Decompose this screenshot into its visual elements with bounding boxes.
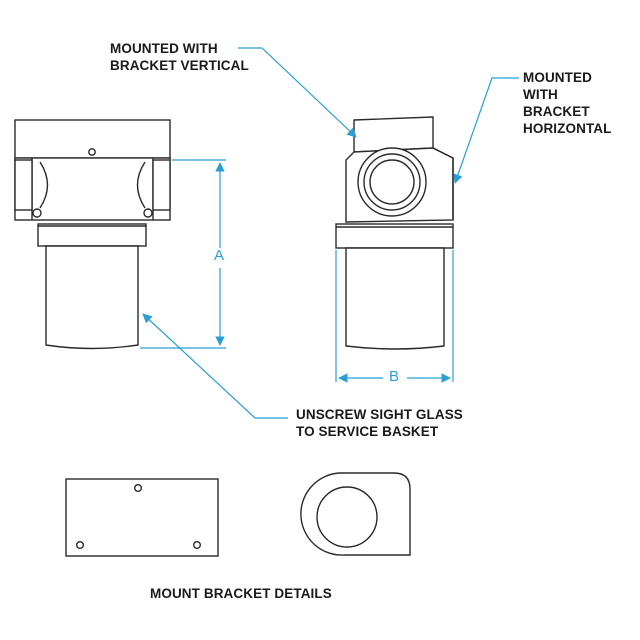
left-view	[14, 119, 171, 350]
dimension-a-label: A	[214, 247, 225, 264]
bracket-side-hole	[316, 486, 378, 548]
dimension-b-label: B	[389, 368, 400, 385]
leader-horizontal	[453, 77, 519, 184]
leader-sight-glass	[142, 313, 288, 419]
leader-lines	[142, 47, 519, 419]
dimension-b	[335, 250, 454, 383]
mount-bracket-flat	[65, 478, 219, 557]
right-view	[335, 116, 454, 350]
left-top-bolt	[88, 148, 96, 156]
left-sight-glass	[45, 245, 139, 350]
bracket-top-hole	[133, 484, 142, 493]
right-bottom-bolt	[143, 208, 153, 218]
label-unscrew-sight-glass: UNSCREW SIGHT GLASS TO SERVICE BASKET	[296, 407, 463, 439]
label-mounted-vertical: MOUNTED WITH BRACKET VERTICAL	[110, 41, 249, 73]
right-sight-glass	[345, 247, 445, 350]
bracket-right-hole	[192, 541, 201, 550]
label-mount-bracket-details: MOUNT BRACKET DETAILS	[150, 586, 332, 601]
bracket-flat-plate	[65, 478, 219, 557]
left-body	[14, 157, 171, 221]
bracket-left-hole	[75, 541, 84, 550]
right-bracket-top	[353, 116, 434, 153]
label-mounted-horizontal: MOUNTED WITH BRACKET HORIZONTAL	[523, 70, 612, 136]
left-bottom-bolt	[32, 208, 42, 218]
left-port	[14, 159, 33, 211]
leader-vertical	[238, 47, 357, 138]
mount-bracket-side	[300, 472, 411, 556]
left-connector	[37, 223, 147, 247]
right-port	[152, 159, 171, 211]
port-inner-ring	[369, 159, 415, 205]
dimension-a	[140, 159, 226, 349]
